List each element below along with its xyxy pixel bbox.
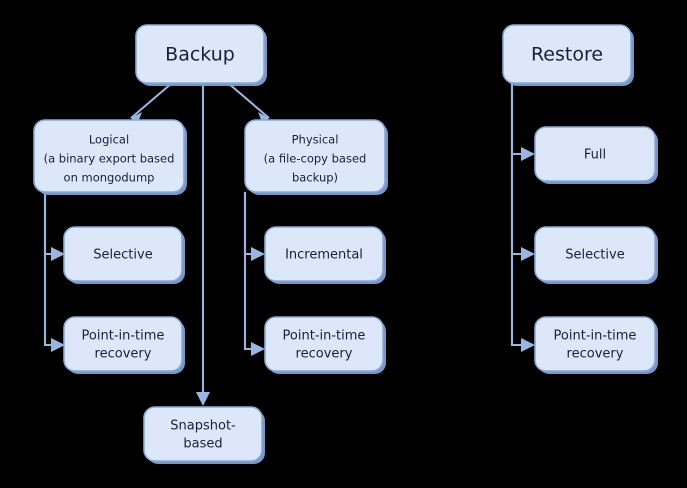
node-logical-pitr[interactable]: Point-in-time recovery [63, 316, 185, 374]
node-restore-pitr[interactable]: Point-in-time recovery [534, 316, 658, 374]
edge-physical-to-incremental [243, 192, 265, 261]
node-logical-selective-label: Selective [93, 248, 152, 263]
edge-backup-to-physical [227, 82, 270, 125]
node-restore[interactable]: Restore [502, 24, 634, 86]
node-backup-label: Backup [165, 44, 235, 66]
node-physical[interactable]: Physical (a file-copy based backup) [244, 119, 388, 195]
node-restore-selective[interactable]: Selective [534, 226, 658, 284]
node-logical-selective[interactable]: Selective [63, 226, 185, 284]
node-physical-incremental[interactable]: Incremental [264, 226, 386, 284]
node-physical-pitr-line1: Point-in-time [283, 329, 366, 344]
node-restore-selective-label: Selective [565, 248, 624, 263]
node-snapshot-based[interactable]: Snapshot- based [143, 406, 265, 464]
node-logical-pitr-line1: Point-in-time [82, 329, 165, 344]
edge-restore-to-full [510, 83, 535, 161]
node-restore-full-label: Full [584, 148, 606, 163]
edge-restore-to-pitr [510, 83, 535, 352]
node-restore-pitr-line2: recovery [567, 347, 624, 362]
edge-logical-to-pitr [43, 192, 65, 352]
node-physical-incremental-label: Incremental [285, 248, 363, 263]
edge-logical-to-selective [43, 192, 65, 261]
node-physical-line2: (a file-copy based [264, 152, 367, 166]
node-restore-pitr-line1: Point-in-time [554, 329, 637, 344]
node-physical-line1: Physical [292, 133, 339, 147]
node-physical-pitr-line2: recovery [296, 347, 353, 362]
node-physical-pitr[interactable]: Point-in-time recovery [264, 316, 386, 374]
node-snapshot-line1: Snapshot- [170, 419, 236, 434]
node-restore-full[interactable]: Full [534, 126, 658, 184]
edge-backup-to-logical [130, 82, 173, 125]
node-logical-pitr-line2: recovery [95, 347, 152, 362]
node-logical-line3: on mongodump [64, 171, 155, 185]
edge-backup-to-snapshot [196, 83, 210, 406]
node-snapshot-line2: based [183, 437, 222, 452]
node-restore-label: Restore [531, 44, 603, 66]
node-logical-line1: Logical [89, 133, 129, 147]
edge-physical-to-pitr [243, 192, 265, 356]
edge-restore-to-selective [510, 83, 535, 261]
node-physical-line3: backup) [292, 171, 338, 185]
node-backup[interactable]: Backup [135, 24, 267, 86]
node-logical-line2: (a binary export based [44, 152, 175, 166]
node-logical[interactable]: Logical (a binary export based on mongod… [33, 119, 187, 195]
